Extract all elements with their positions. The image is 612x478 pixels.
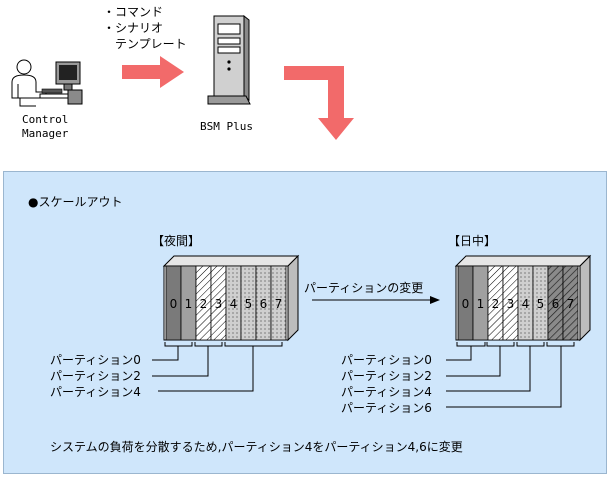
day-label: 【日中】 [448,234,497,248]
partition-number-5: 5 [245,297,253,311]
partition-slot-7 [562,265,579,341]
partition-number-7: 7 [567,297,575,311]
flow-arrow-down [284,66,354,140]
night-label: 【夜間】 [152,234,201,248]
input-item-scenario: ・シナリオ [103,21,164,35]
change-label: パーティションの変更 [304,281,424,295]
night-partition-list: パーティション0 パーティション2 パーティション4 [50,352,141,400]
partition-number-4: 4 [230,297,238,311]
night-partition-4: パーティション4 [50,385,141,399]
bsm-plus-server-icon [207,14,251,105]
input-list: ・コマンド ・シナリオ テンプレート [103,4,187,52]
night-partition-0: パーティション0 [50,353,141,367]
control-manager-label: Control Manager [22,113,69,140]
input-item-template: テンプレート [103,37,187,51]
partition-number-2: 2 [492,297,500,311]
day-partition-2: パーティション2 [341,369,432,383]
flow-arrow-right [122,56,184,88]
partition-number-1: 1 [185,297,193,311]
box-side [287,254,299,342]
bsm-plus-label: BSM Plus [200,120,253,133]
partition-number-2: 2 [200,297,208,311]
partition-slot-7 [270,265,287,341]
box-top [454,255,592,267]
day-partition-6: パーティション6 [341,401,432,415]
partition-number-1: 1 [477,297,485,311]
day-partition-0: パーティション0 [341,353,432,367]
partition-number-6: 6 [260,297,268,311]
change-arrow [312,296,440,304]
partition-number-5: 5 [537,297,545,311]
caption: システムの負荷を分散するため,パーティション4をパーティション4,6に変更 [50,440,463,454]
box-side [579,254,591,342]
partition-number-6: 6 [552,297,560,311]
partition-number-3: 3 [215,297,223,311]
partition-number-0: 0 [462,297,470,311]
control-manager-icon [11,59,83,107]
partition-number-4: 4 [522,297,530,311]
panel-title: ●スケールアウト [28,195,123,209]
night-partition-2: パーティション2 [50,369,141,383]
partition-number-3: 3 [507,297,515,311]
day-partition-list: パーティション0 パーティション2 パーティション4 パーティション6 [341,352,432,416]
input-item-command: ・コマンド [103,5,164,19]
partition-number-0: 0 [170,297,178,311]
box-top [162,255,300,267]
partition-number-7: 7 [275,297,283,311]
day-partition-4: パーティション4 [341,385,432,399]
